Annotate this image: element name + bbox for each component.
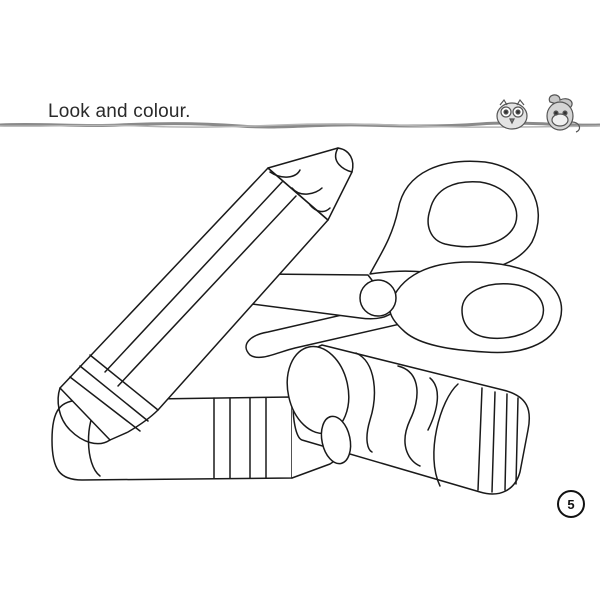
pencil-icon — [57, 147, 354, 445]
instruction-text: Look and colour. — [48, 101, 191, 122]
page-number: 5 — [557, 490, 585, 518]
header-rule — [0, 121, 600, 129]
owl-icon — [496, 98, 528, 130]
scissors-icon — [240, 160, 563, 359]
glue-stick-icon — [286, 344, 531, 495]
monkey-icon — [546, 94, 581, 133]
mascots — [496, 94, 581, 133]
